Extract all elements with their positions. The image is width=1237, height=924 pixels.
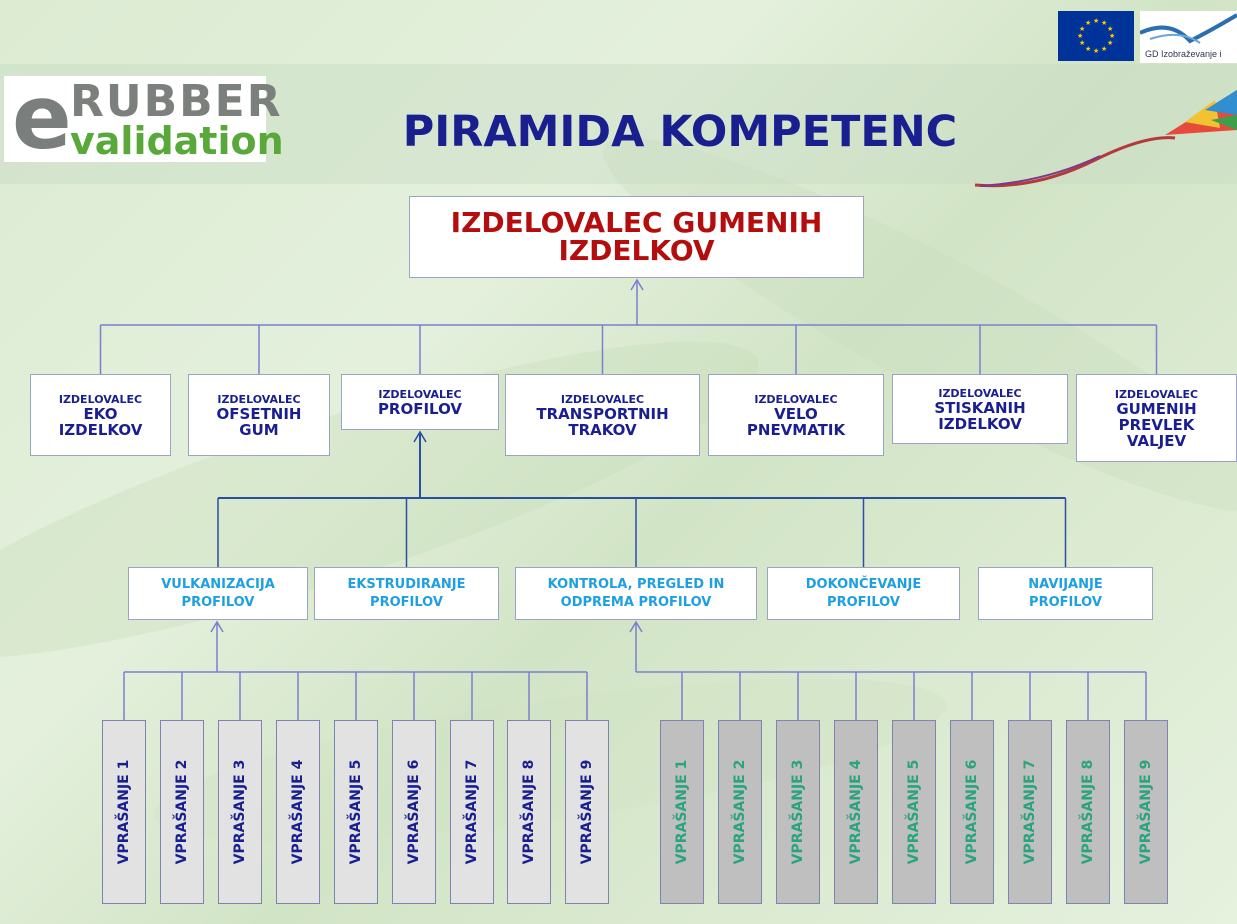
question-label: VPRAŠANJE 1 (674, 759, 690, 865)
logo-validation: validation (70, 119, 284, 163)
question-box: VPRAŠANJE 7 (450, 720, 494, 904)
occupation-name-line: PROFILOV (377, 399, 463, 418)
question-label: VPRAŠANJE 7 (1022, 759, 1038, 865)
occupation-name-line: PREVLEK (1118, 415, 1195, 434)
arrow-up-icon (629, 620, 643, 633)
occupation-name-line: PNEVMATIK (746, 420, 846, 439)
question-label: VPRAŠANJE 8 (521, 759, 537, 865)
question-label: VPRAŠANJE 2 (732, 759, 748, 865)
occupation-prefix: IZDELOVALEC (754, 392, 838, 406)
occupation-prefix: IZDELOVALEC (560, 392, 645, 406)
logo-rubber: RUBBER (70, 76, 283, 127)
competence-box: EKSTRUDIRANJE PROFILOV (314, 567, 499, 620)
question-box: VPRAŠANJE 3 (218, 720, 262, 904)
question-box: VPRAŠANJE 8 (507, 720, 551, 904)
question-label: VPRAŠANJE 5 (906, 759, 922, 865)
competence-label-line: KONTROLA, PREGLED IN (547, 576, 725, 592)
question-label: VPRAŠANJE 2 (174, 759, 190, 865)
partner-swoosh-icon (1140, 13, 1237, 44)
question-box: VPRAŠANJE 2 (718, 720, 762, 904)
question-box: VPRAŠANJE 1 (660, 720, 704, 904)
occupation-prefix: IZDELOVALEC (217, 392, 301, 406)
occupation-name-line: VELO (774, 404, 818, 423)
competence-box: VULKANIZACIJA PROFILOV (128, 567, 308, 620)
competence-label-line: NAVIJANJE (1028, 576, 1103, 592)
question-label: VPRAŠANJE 3 (232, 759, 248, 865)
partner-logo-text: GD Izobraževanje i (1145, 49, 1222, 59)
root-line-1: IZDELOVALEC GUMENIH (450, 206, 823, 239)
question-label: VPRAŠANJE 7 (464, 759, 480, 865)
occupation-name-line: STISKANIH (934, 398, 1026, 417)
question-label: VPRAŠANJE 9 (1138, 759, 1154, 865)
question-box: VPRAŠANJE 9 (1124, 720, 1168, 904)
root-occupation-box: IZDELOVALEC GUMENIH IZDELKOV (409, 196, 864, 278)
logo-e: e (12, 66, 72, 169)
question-label: VPRAŠANJE 1 (116, 759, 132, 865)
question-box: VPRAŠANJE 4 (834, 720, 878, 904)
competence-label-line: PROFILOV (1029, 594, 1102, 610)
occupation-prefix: IZDELOVALEC (938, 386, 1022, 400)
question-box: VPRAŠANJE 6 (392, 720, 436, 904)
question-box: VPRAŠANJE 4 (276, 720, 320, 904)
occupation-prefix: IZDELOVALEC (1114, 387, 1199, 401)
occupation-name-line: VALJEV (1126, 431, 1187, 450)
occupation-prefix: IZDELOVALEC (378, 387, 462, 401)
question-label: VPRAŠANJE 9 (579, 759, 595, 865)
question-box: VPRAŠANJE 6 (950, 720, 994, 904)
arrow-up-icon (210, 620, 224, 633)
competence-label-line: DOKONČEVANJE (805, 576, 922, 592)
occupation-name-line: IZDELKOV (938, 414, 1022, 433)
competence-label-line: PROFILOV (827, 594, 900, 610)
occupation-name-line: GUM (239, 420, 279, 439)
erubber-logo: e RUBBER validation (4, 66, 284, 169)
question-label: VPRAŠANJE 5 (348, 759, 364, 865)
question-box: VPRAŠANJE 2 (160, 720, 204, 904)
occupation-name-line: EKO (83, 404, 118, 423)
occupation-name-line: TRANSPORTNIH (536, 404, 669, 423)
occupation-name-line: IZDELKOV (58, 420, 143, 439)
competence-label-line: PROFILOV (181, 594, 255, 610)
arrow-up-icon (630, 278, 644, 291)
question-label: VPRAŠANJE 6 (406, 759, 422, 865)
competence-label-line: ODPREMA PROFILOV (560, 594, 712, 610)
occupation-name-line: TRAKOV (568, 420, 637, 439)
competence-box: NAVIJANJE PROFILOV (978, 567, 1153, 620)
arrow-up-icon (413, 430, 427, 443)
question-box: VPRAŠANJE 3 (776, 720, 820, 904)
occupation-prefix: IZDELOVALEC (58, 392, 143, 406)
root-line-2: IZDELKOV (558, 234, 715, 267)
competence-box: DOKONČEVANJE PROFILOV (767, 567, 960, 620)
competence-box: KONTROLA, PREGLED IN ODPREMA PROFILOV (515, 567, 757, 620)
question-box: VPRAŠANJE 5 (334, 720, 378, 904)
question-label: VPRAŠANJE 6 (964, 759, 980, 865)
question-label: VPRAŠANJE 4 (290, 759, 306, 865)
competence-label-line: VULKANIZACIJA (161, 576, 275, 592)
question-label: VPRAŠANJE 4 (848, 759, 864, 865)
page-title: PIRAMIDA KOMPETENC (402, 107, 958, 157)
competence-label-line: EKSTRUDIRANJE (347, 576, 466, 592)
question-label: VPRAŠANJE 3 (790, 759, 806, 865)
competence-label-line: PROFILOV (370, 594, 443, 610)
question-label: VPRAŠANJE 8 (1080, 759, 1096, 865)
occupation-name-line: OFSETNIH (216, 404, 302, 423)
occupation-name-line: GUMENIH (1116, 399, 1197, 418)
question-box: VPRAŠANJE 5 (892, 720, 936, 904)
partner-logo: GD Izobraževanje i (1140, 11, 1237, 63)
question-box: VPRAŠANJE 9 (565, 720, 609, 904)
question-box: VPRAŠANJE 1 (102, 720, 146, 904)
question-box: VPRAŠANJE 7 (1008, 720, 1052, 904)
eu-flag-icon: ★★★★ ★★★★ ★★★★ (1058, 11, 1134, 61)
question-box: VPRAŠANJE 8 (1066, 720, 1110, 904)
kite-icon (975, 90, 1237, 188)
